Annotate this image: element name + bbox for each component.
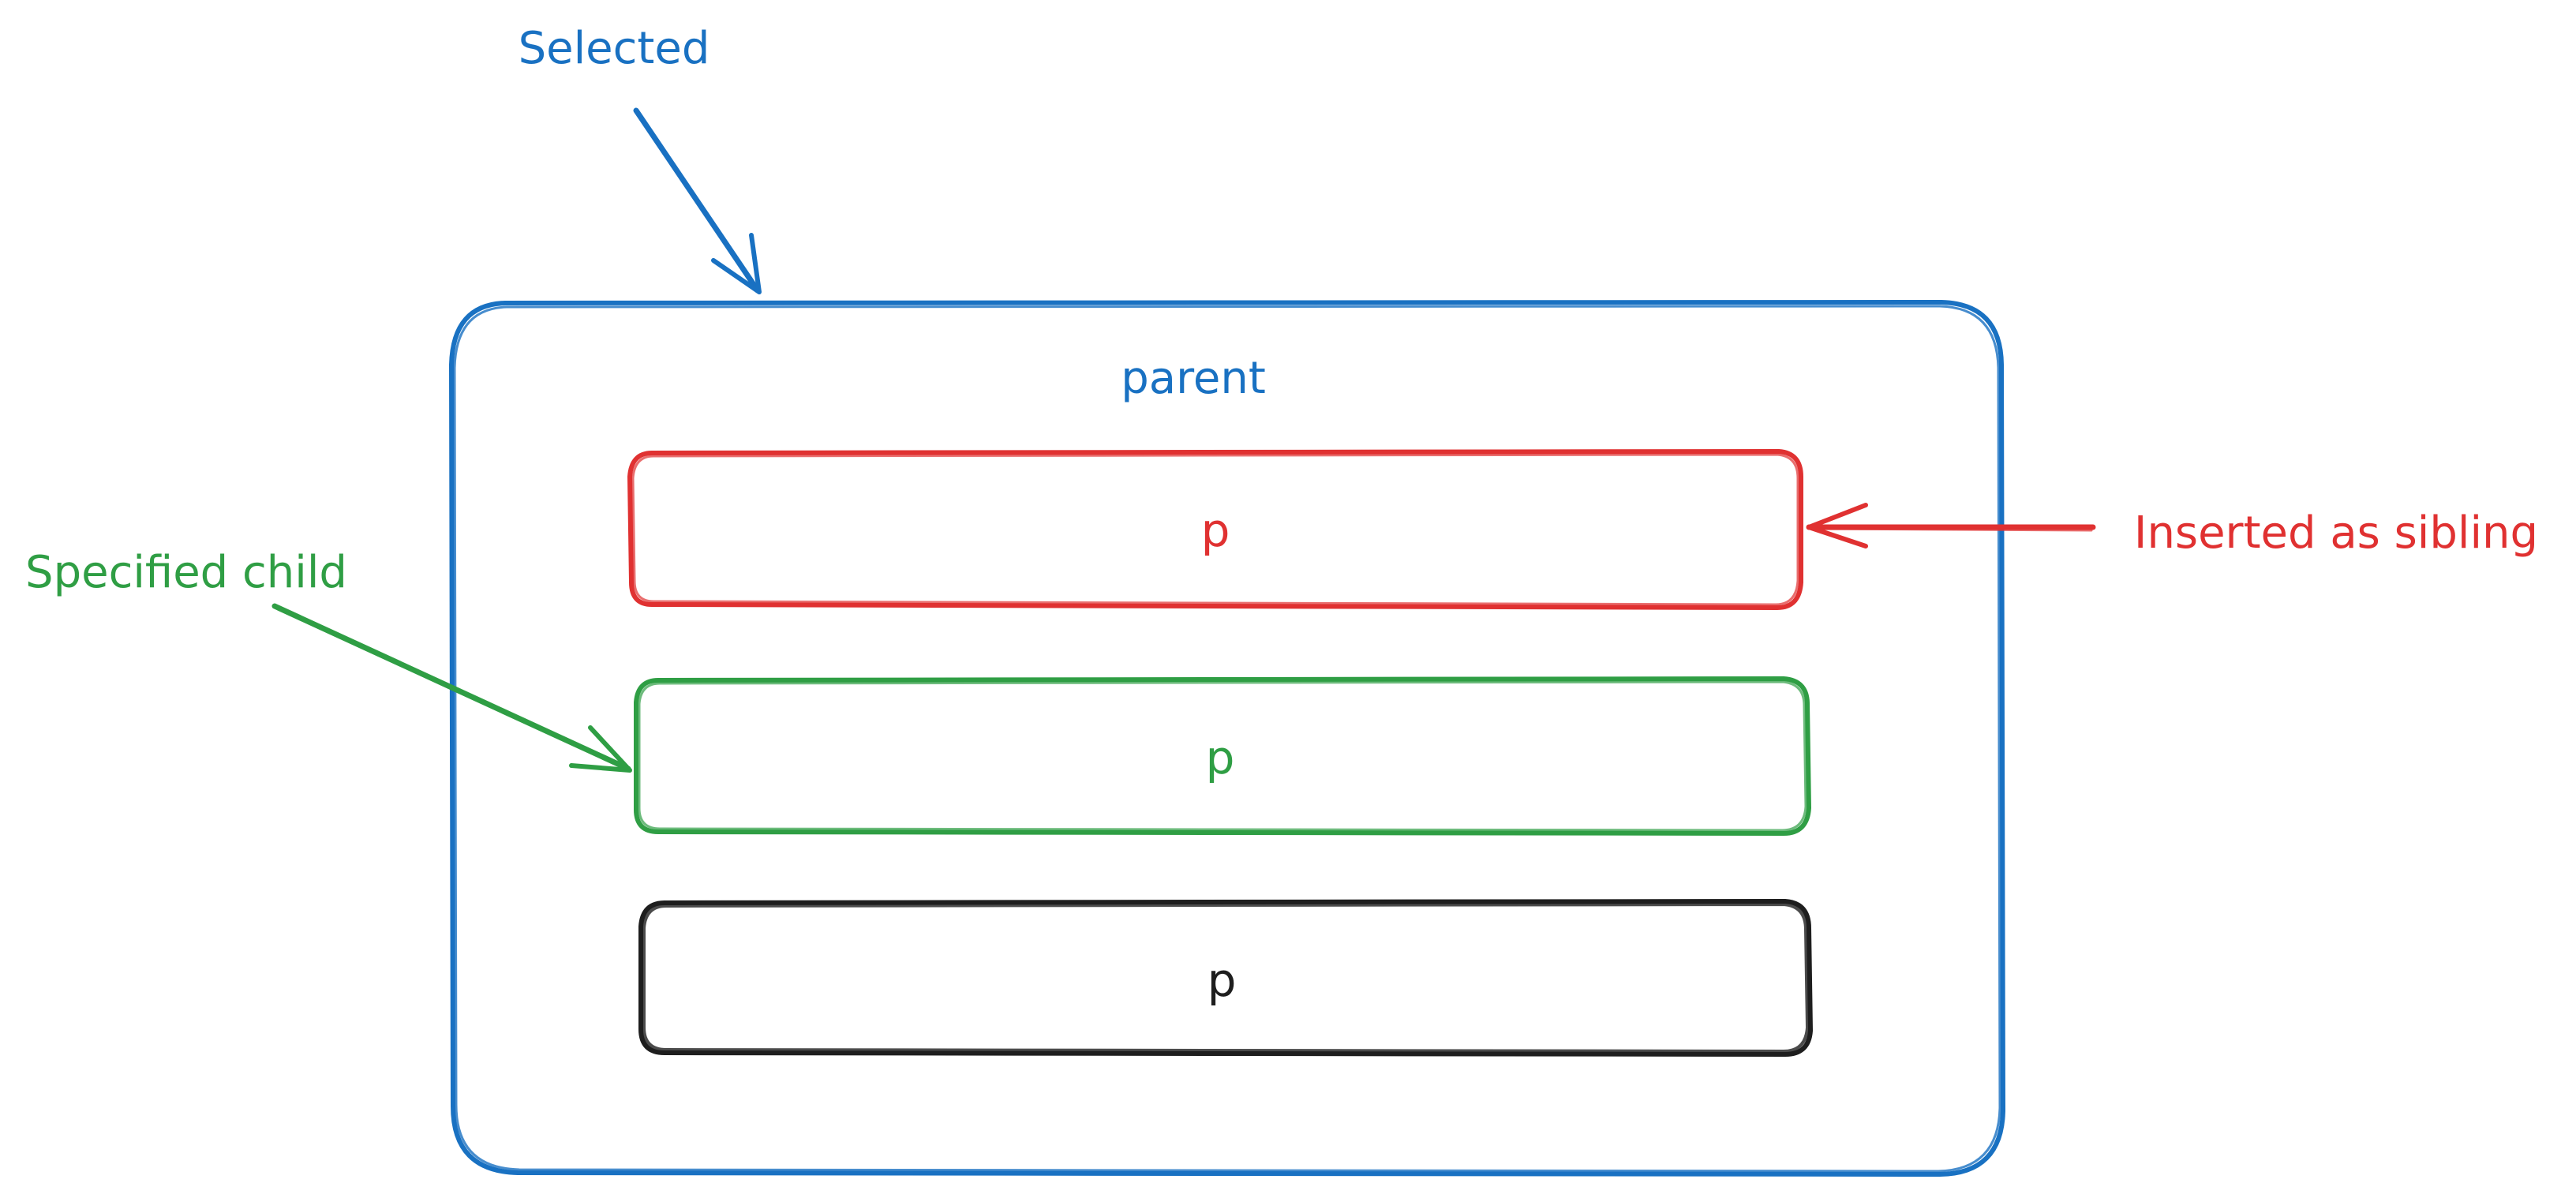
specified-child-label: Specified child [25,547,347,598]
specified-child-box-label: p [1206,731,1235,784]
selected-arrowhead [711,233,762,294]
inserted-sibling-arrowhead [1807,503,1868,548]
parent-box: parent [449,300,2005,1177]
existing-child-box-label: p [1208,953,1237,1007]
specified-child-annotation: Specified child [25,547,632,773]
inserted-sibling-box: p [627,449,1803,610]
inserted-sibling-label: Inserted as sibling [2134,507,2538,559]
existing-child-box: p [638,899,1813,1057]
parent-box-label: parent [1121,353,1266,404]
specified-child-arrowhead [569,725,632,773]
selected-annotation: Selected [519,23,762,294]
inserted-sibling-box-label: p [1201,504,1230,557]
specified-child-box: p [634,676,1811,836]
selected-label: Selected [519,23,710,74]
inserted-sibling-annotation: Inserted as sibling [1806,503,2538,559]
